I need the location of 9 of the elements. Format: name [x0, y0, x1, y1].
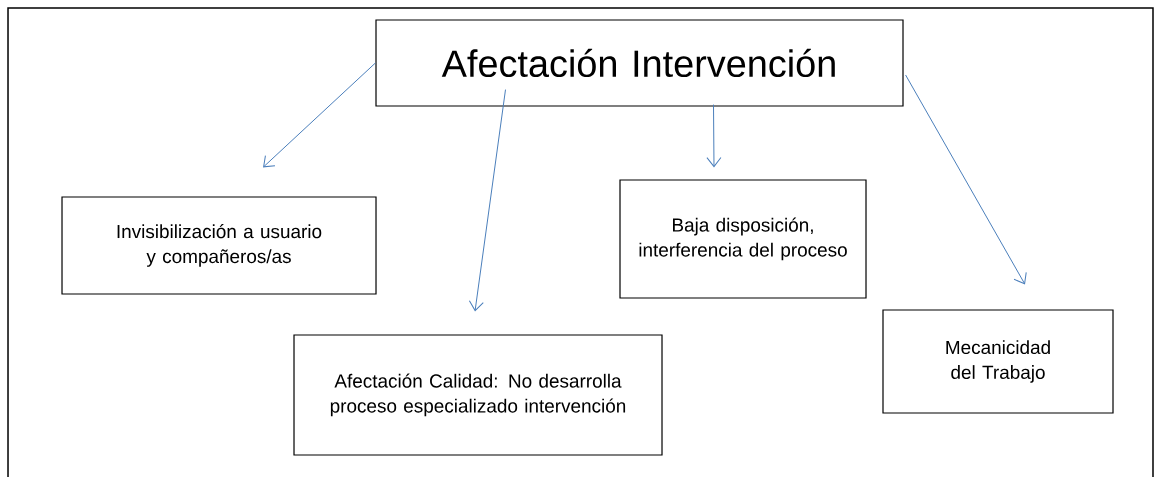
arrow: [706, 104, 722, 168]
arrow: [263, 62, 376, 168]
arrow: [468, 89, 506, 312]
process-box: Afectación Calidad: No desarrolla proceso especializado intervención: [293, 334, 663, 456]
process-box: Invisibilización a usuario y compañeros/as: [61, 196, 377, 295]
process-box: Afectación Intervención: [375, 19, 904, 107]
arrow: [905, 74, 1027, 285]
process-box: Baja disposición, interferencia del proceso: [619, 179, 867, 299]
process-box: Mecanicidad del Trabajo: [882, 309, 1114, 414]
